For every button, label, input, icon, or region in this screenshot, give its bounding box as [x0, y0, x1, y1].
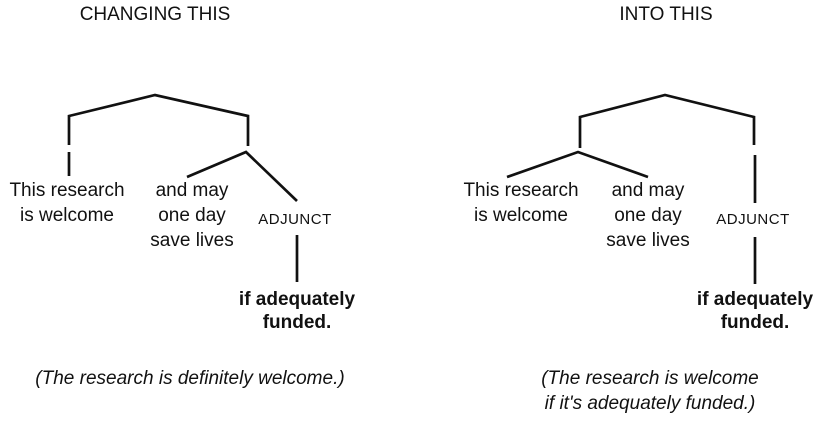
- caption-line: (The research is welcome: [541, 368, 759, 389]
- leaf-line: This research: [463, 180, 579, 201]
- leaf-line: This research: [9, 180, 125, 201]
- leaf-line: is welcome: [20, 205, 114, 226]
- right-panel-caption: (The research is welcome if it's adequat…: [525, 366, 775, 416]
- caption-line: (The research is definitely welcome.): [35, 368, 345, 389]
- leaf-line: save lives: [150, 230, 234, 251]
- left-tree-leaf-and-may: and may one day save lives: [125, 178, 259, 253]
- left-tree-adjunct-label: ADJUNCT: [258, 211, 332, 228]
- right-tree-adjunct-label: ADJUNCT: [716, 211, 790, 228]
- leaf-line: and may: [155, 180, 229, 201]
- leaf-line: save lives: [606, 230, 690, 251]
- leaf-line: one day: [614, 205, 682, 226]
- leaf-line: is welcome: [474, 205, 568, 226]
- right-panel-title: INTO THIS: [619, 4, 713, 25]
- left-tree-leaf-this-research: This research is welcome: [0, 178, 134, 228]
- left-panel-caption: (The research is definitely welcome.): [5, 366, 375, 391]
- left-panel-title: CHANGING THIS: [79, 4, 231, 25]
- phrase-line: if adequately: [238, 289, 356, 310]
- left-tree-root-branches: [67, 93, 250, 146]
- right-tree-leaf-this-research: This research is welcome: [454, 178, 588, 228]
- right-tree-leaf-and-may: and may one day save lives: [581, 178, 715, 253]
- leaf-line: and may: [611, 180, 685, 201]
- leaf-line: one day: [158, 205, 226, 226]
- phrase-line: funded.: [262, 312, 332, 333]
- left-tree-adjunct-phrase: if adequately funded.: [217, 288, 377, 334]
- caption-line: if it's adequately funded.): [544, 393, 756, 414]
- phrase-line: funded.: [720, 312, 790, 333]
- right-tree-adjunct-phrase: if adequately funded.: [675, 288, 825, 334]
- right-tree-root-branches: [578, 93, 756, 148]
- right-tree-inner-branches: [506, 150, 649, 179]
- phrase-line: if adequately: [696, 289, 814, 310]
